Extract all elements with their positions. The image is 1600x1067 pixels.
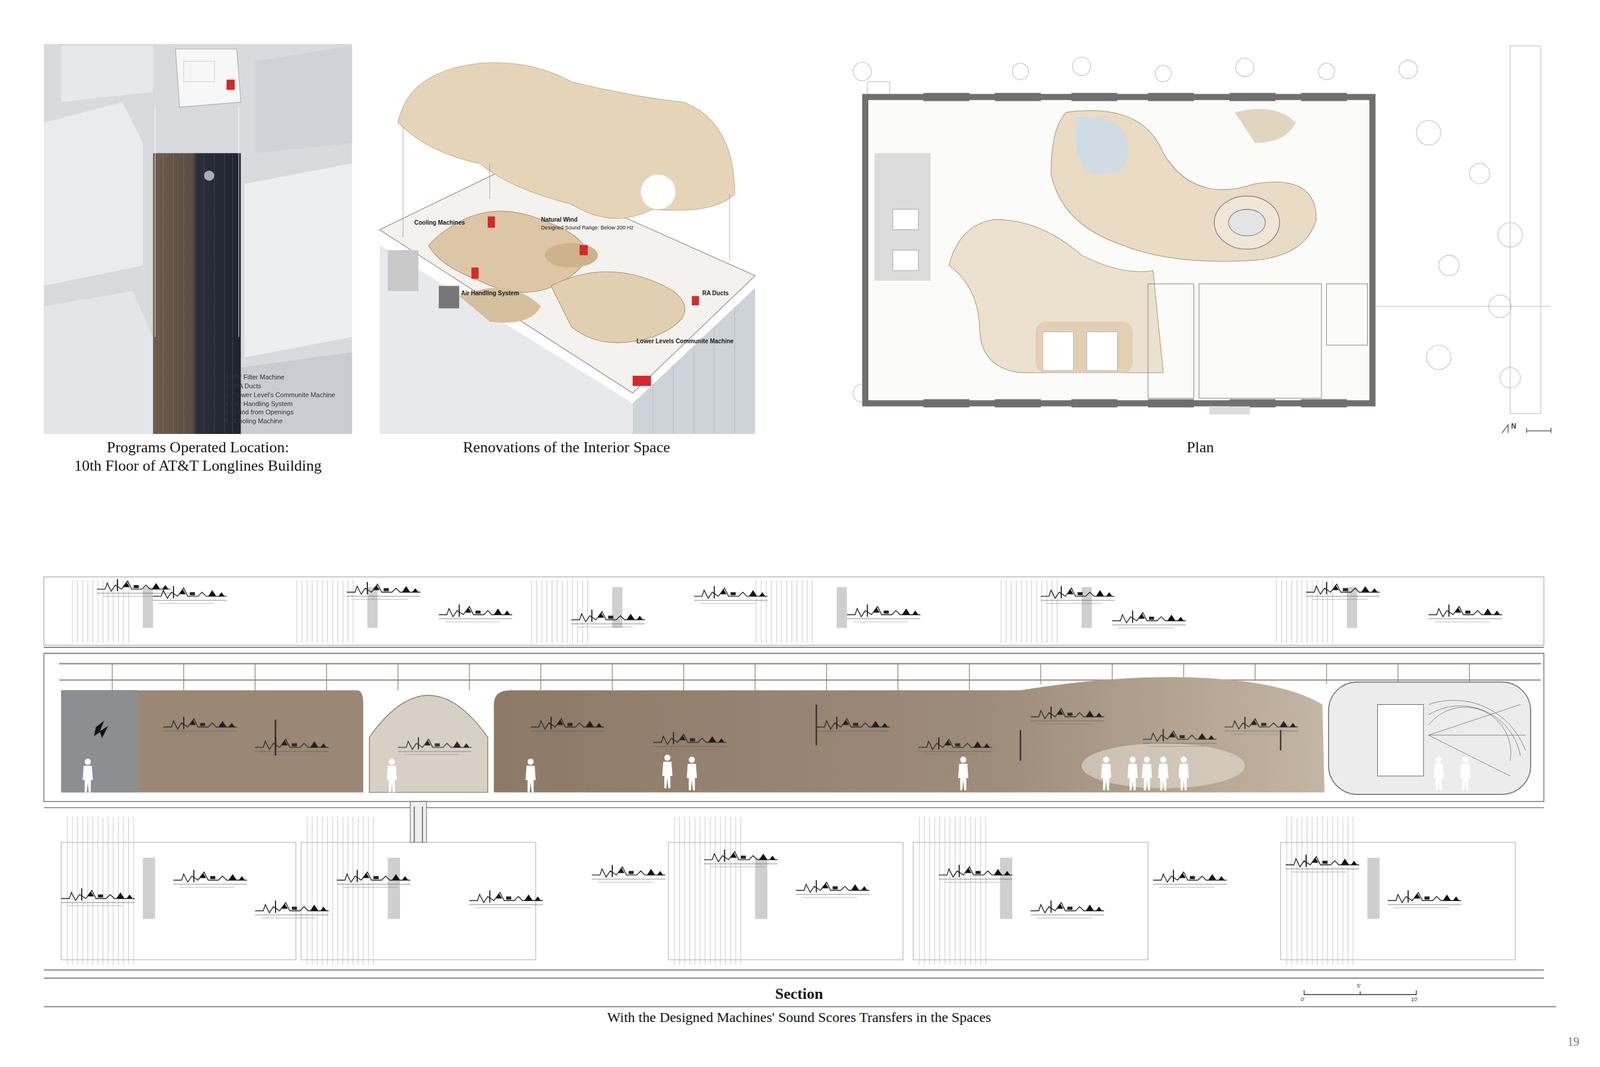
- north-arrow: N: [1511, 422, 1517, 431]
- legend-item: 4 - Air Handling System: [224, 400, 293, 408]
- legend-item: 1 - Air Filter Machine: [224, 373, 285, 382]
- scale-label: 10': [1410, 996, 1419, 1003]
- scale-label: 5': [1357, 982, 1362, 989]
- panel-caption: 10th Floor of AT&T Longlines Building: [29, 456, 367, 475]
- legend-item: 5 - Wind from Openings: [224, 408, 294, 416]
- callout-label: Air Handling System: [461, 289, 520, 297]
- legend-item: 3 - Lower Level's Communite Machine: [224, 391, 336, 399]
- section-caption: With the Designed Machines' Sound Scores…: [360, 1009, 1238, 1026]
- scale-label: 0': [1300, 996, 1305, 1003]
- callout-label: Cooling Machines: [414, 219, 466, 227]
- panel-caption: Plan: [1138, 438, 1262, 457]
- panel-caption: Programs Operated Location:: [29, 438, 367, 457]
- section-title: Section: [676, 984, 922, 1003]
- callout-label: Natural Wind: [541, 216, 578, 224]
- page-number: 19: [1567, 1034, 1580, 1049]
- callout-label: RA Ducts: [702, 289, 729, 297]
- callout-label: Lower Levels Communite Machine: [636, 337, 734, 345]
- callout-label: Designed Sound Range: Below 200 Hz: [541, 224, 634, 231]
- legend-item: 2 - RA Ducts: [224, 382, 262, 390]
- panel-caption: Renovations of the Interior Space: [382, 438, 751, 457]
- legend-item: 6 - Cooling Machine: [224, 417, 283, 425]
